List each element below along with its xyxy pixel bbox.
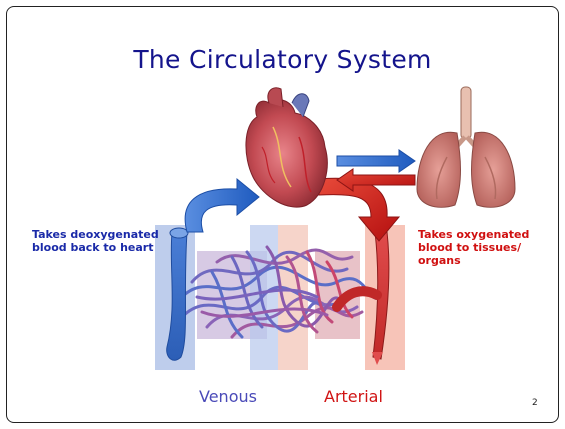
circulatory-diagram xyxy=(7,7,558,422)
slide: The Circulatory System xyxy=(6,6,559,423)
venous-label: Venous xyxy=(199,387,257,406)
lungs-illustration xyxy=(417,87,515,207)
oxygenated-label-line3: organs xyxy=(418,254,558,267)
arterial-output-arrow xyxy=(319,178,399,241)
arterial-label: Arterial xyxy=(324,387,383,406)
heart-lung-arrows xyxy=(337,150,415,191)
oxygenated-label-line1: Takes oxygenated xyxy=(418,228,558,241)
venous-band-2 xyxy=(250,225,278,370)
heart-illustration xyxy=(246,88,327,207)
oxygenated-label-line2: blood to tissues/ xyxy=(418,241,558,254)
deoxygenated-label: Takes deoxygenated blood back to heart xyxy=(32,228,182,254)
deoxygenated-label-line1: Takes deoxygenated xyxy=(32,228,182,241)
venous-return-arrow xyxy=(185,179,259,232)
page-number: 2 xyxy=(532,398,538,408)
deoxygenated-label-line2: blood back to heart xyxy=(32,241,182,254)
oxygenated-label: Takes oxygenated blood to tissues/ organ… xyxy=(418,228,558,267)
